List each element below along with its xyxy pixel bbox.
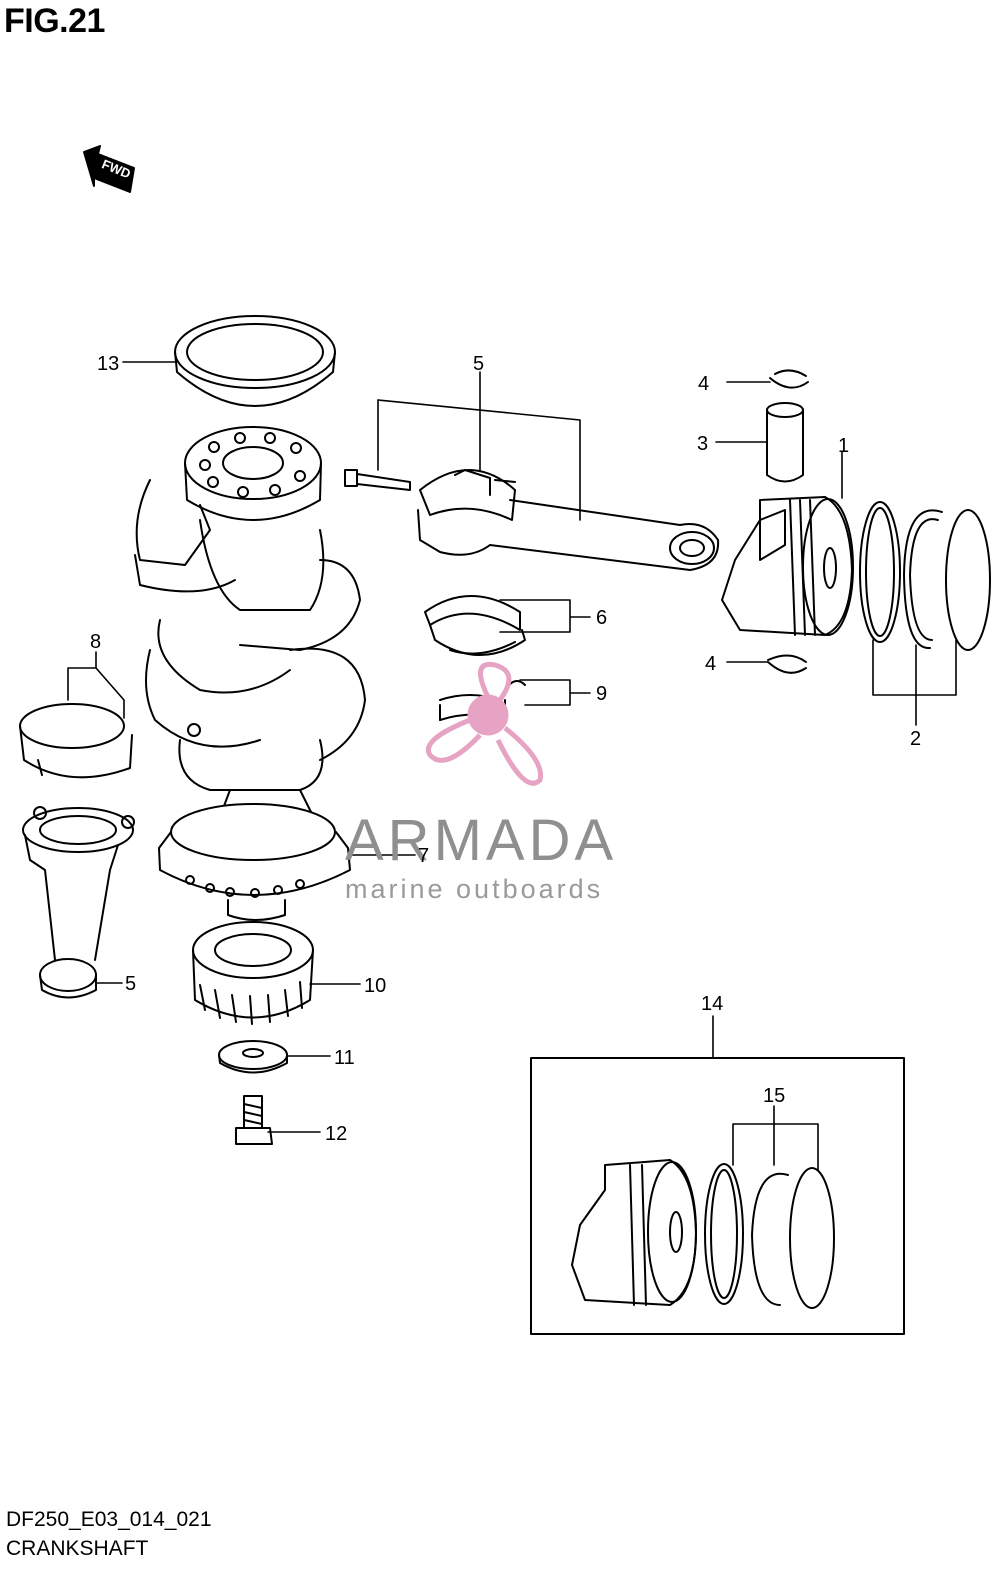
callout-1: 1 xyxy=(838,435,849,457)
piston-rings xyxy=(859,501,991,651)
callout-4-upper: 4 xyxy=(698,373,709,395)
fwd-arrow-icon: FWD xyxy=(83,145,135,193)
piston xyxy=(721,496,854,636)
watermark-subtitle: marine outboards xyxy=(345,874,603,904)
callout-14: 14 xyxy=(701,993,723,1015)
callout-4-lower: 4 xyxy=(705,653,716,675)
diagram-name: CRANKSHAFT xyxy=(6,1537,149,1560)
piston-pin xyxy=(766,402,804,483)
callout-2: 2 xyxy=(910,728,921,750)
callout-6: 6 xyxy=(596,607,607,629)
conrod-lower xyxy=(22,806,135,999)
piston-kit-piston xyxy=(571,1159,697,1306)
callout-12: 12 xyxy=(325,1123,347,1145)
figure-title: FIG.21 xyxy=(4,2,105,40)
conrod-bearing xyxy=(424,595,526,656)
piston-kit-rings xyxy=(704,1163,835,1309)
diagram-code: DF250_E03_014_021 xyxy=(6,1508,212,1531)
conrod-upper xyxy=(344,469,720,571)
crankshaft xyxy=(134,426,366,921)
callout-8: 8 xyxy=(90,631,101,653)
watermark-name: ARMADA xyxy=(345,808,617,873)
watermark-logo-icon xyxy=(426,661,544,786)
callout-10: 10 xyxy=(364,975,386,997)
callout-3: 3 xyxy=(697,433,708,455)
callout-9: 9 xyxy=(596,683,607,705)
callout-15: 15 xyxy=(763,1085,785,1107)
callout-11: 11 xyxy=(334,1047,355,1069)
oil-seal xyxy=(174,315,336,407)
callout-13: 13 xyxy=(97,353,119,375)
crank-gear xyxy=(192,921,314,1025)
callout-5-lower: 5 xyxy=(125,973,136,995)
washer xyxy=(218,1040,288,1074)
piston-kit-box xyxy=(530,1057,905,1335)
main-bearing xyxy=(19,703,133,779)
callout-7: 7 xyxy=(418,845,429,867)
callout-labels: 1 2 3 4 4 5 5 6 7 8 9 10 11 12 13 14 15 xyxy=(90,353,921,1145)
callout-5-upper: 5 xyxy=(473,353,484,375)
watermark: ARMADA marine outboards xyxy=(345,661,617,904)
bolt xyxy=(235,1095,273,1145)
circlip-lower xyxy=(767,654,807,674)
circlip-upper xyxy=(769,369,809,389)
